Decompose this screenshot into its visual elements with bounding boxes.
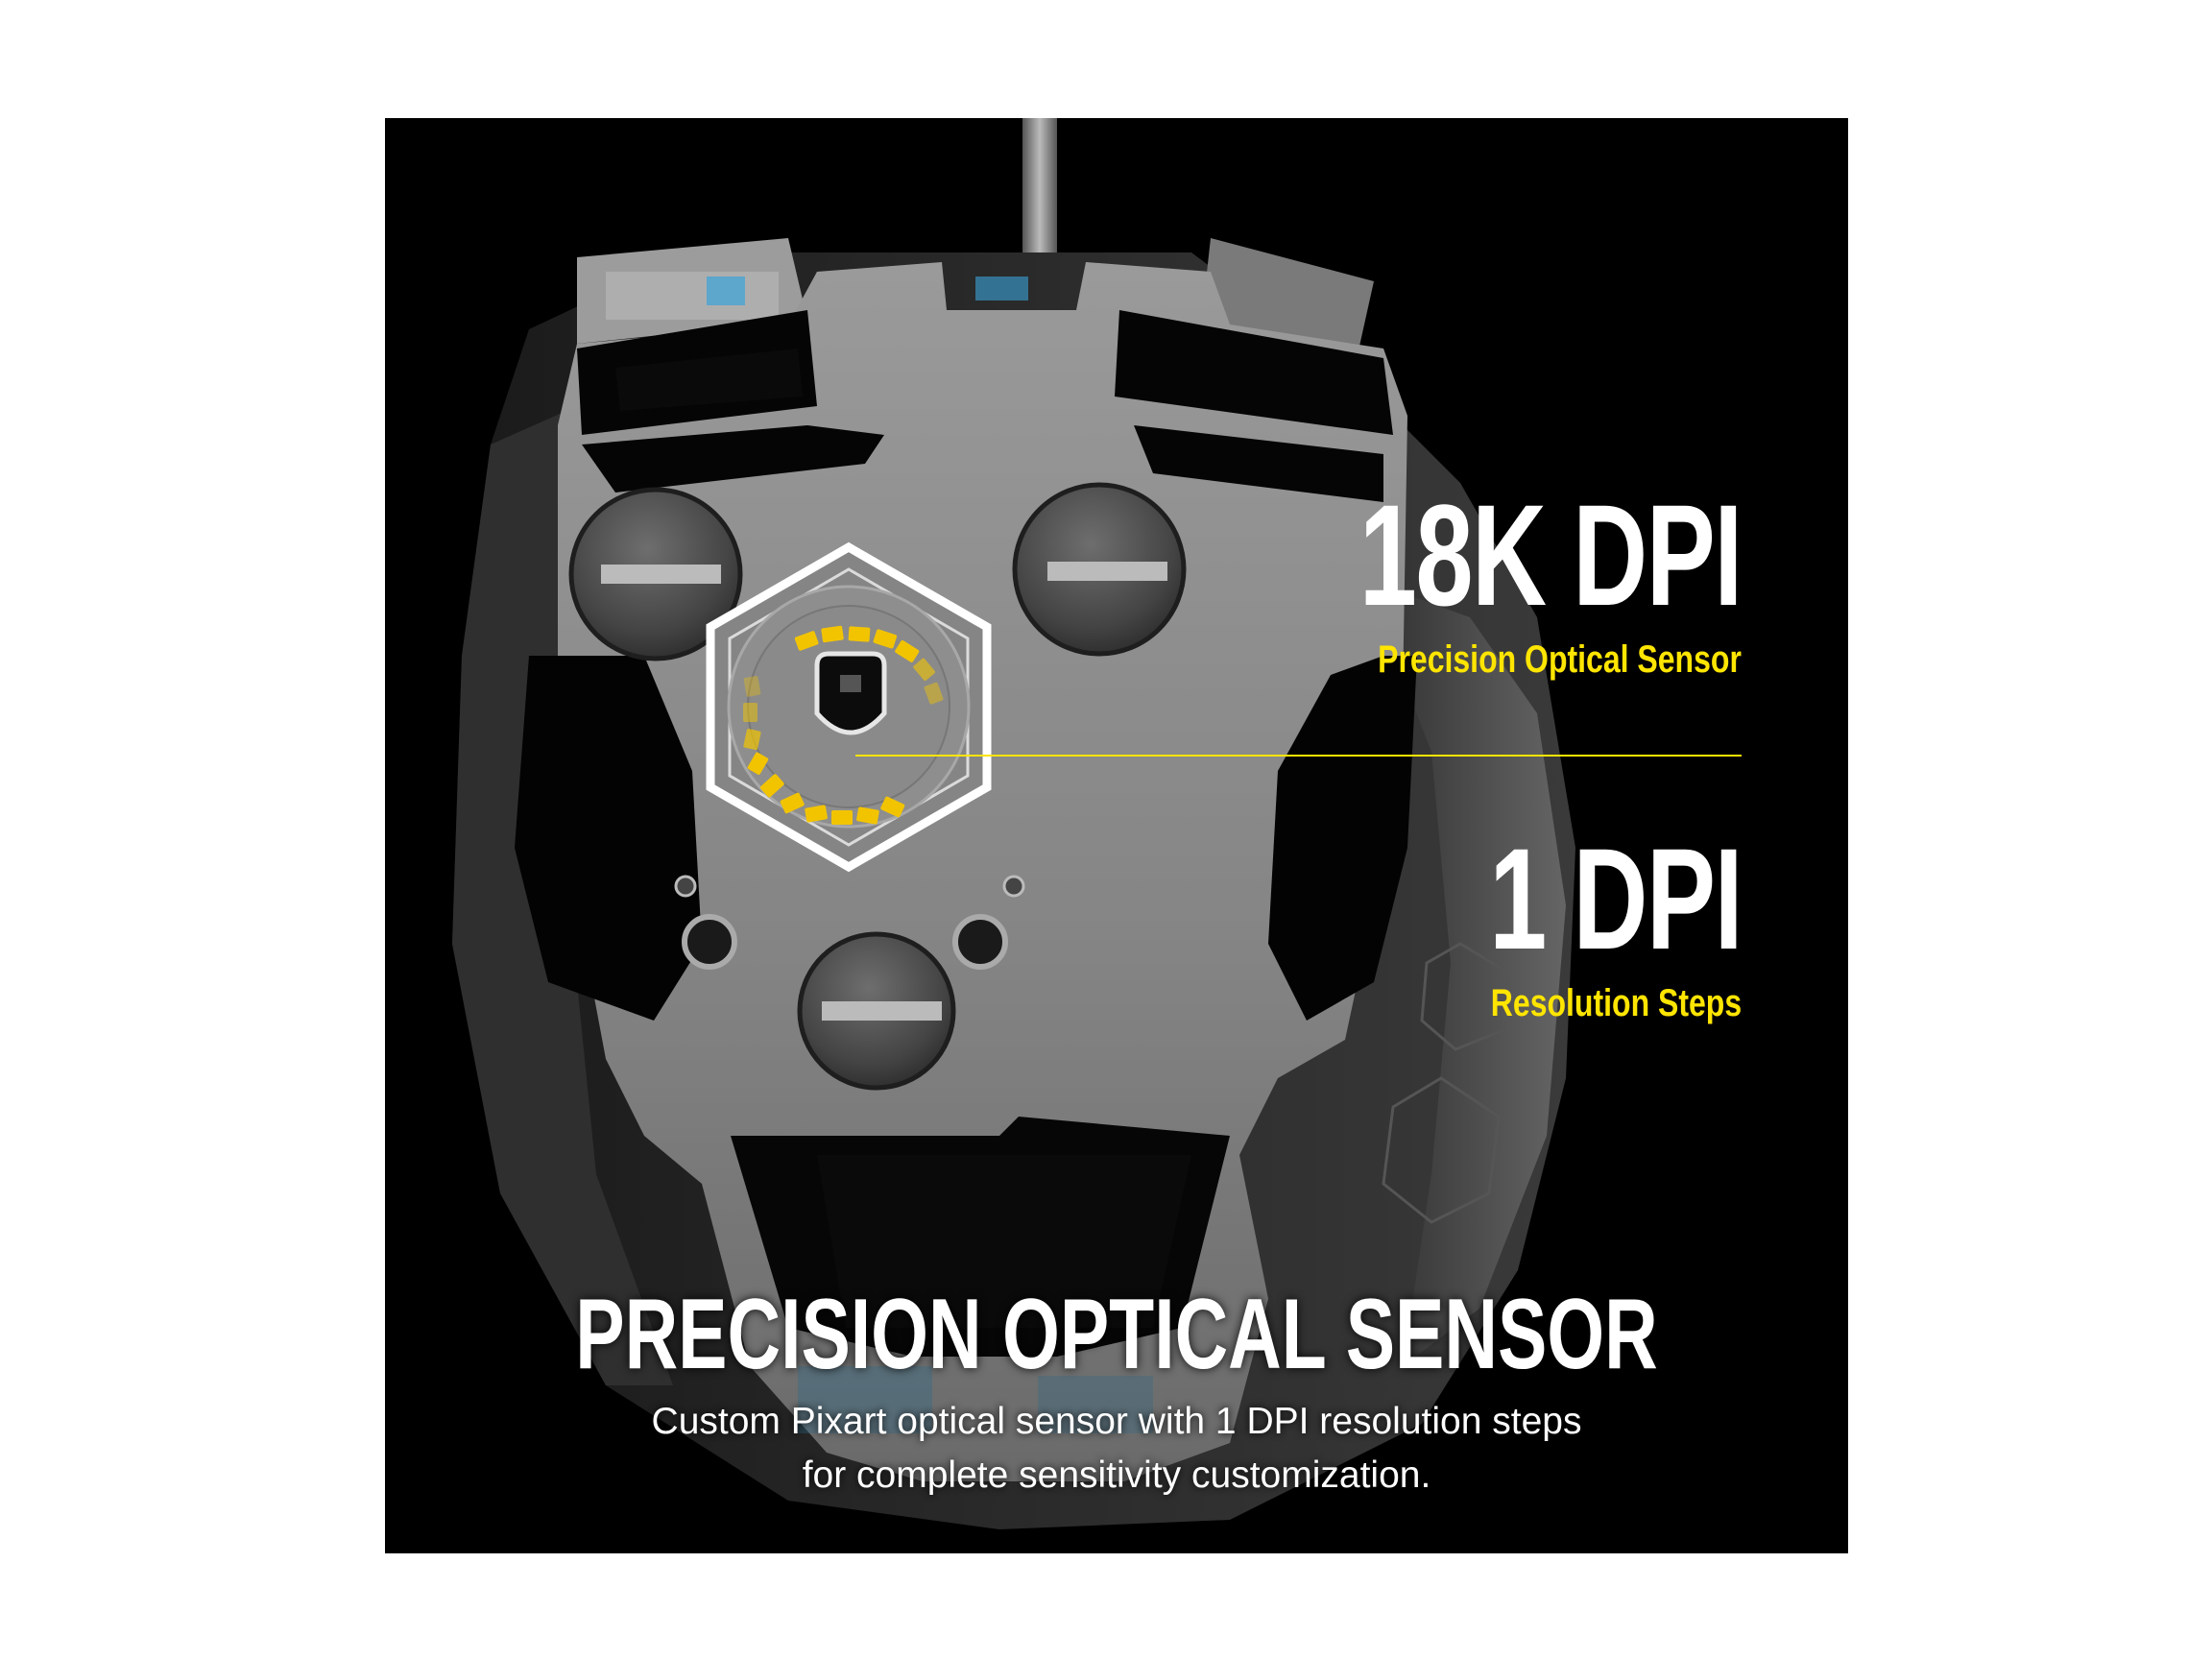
product-image-panel: 18K DPI Precision Optical Sensor 1 DPI R…: [385, 118, 1848, 1553]
feature-description: Custom Pixart optical sensor with 1 DPI …: [651, 1401, 1582, 1496]
stat-dpi-steps-caption: Resolution Steps: [1490, 982, 1742, 1024]
stat-dpi-max-caption: Precision Optical Sensor: [1378, 638, 1742, 681]
stat-dpi-steps: 1 DPI Resolution Steps: [1391, 818, 1743, 1024]
foot-top-right: [1012, 482, 1187, 657]
feature-title: PRECISION OPTICAL SENSOR: [575, 1279, 1658, 1390]
stat-dpi-max-value: 18K DPI: [1358, 474, 1743, 636]
gaming-mouse-underside-photo: [452, 118, 1742, 1529]
foot-bottom: [797, 931, 956, 1091]
stat-dpi-steps-value: 1 DPI: [1489, 818, 1743, 979]
hexagon-sensor-icon: [706, 541, 992, 873]
foot-top-left: [568, 487, 743, 661]
stat-dpi-max: 18K DPI Precision Optical Sensor: [1211, 474, 1743, 681]
